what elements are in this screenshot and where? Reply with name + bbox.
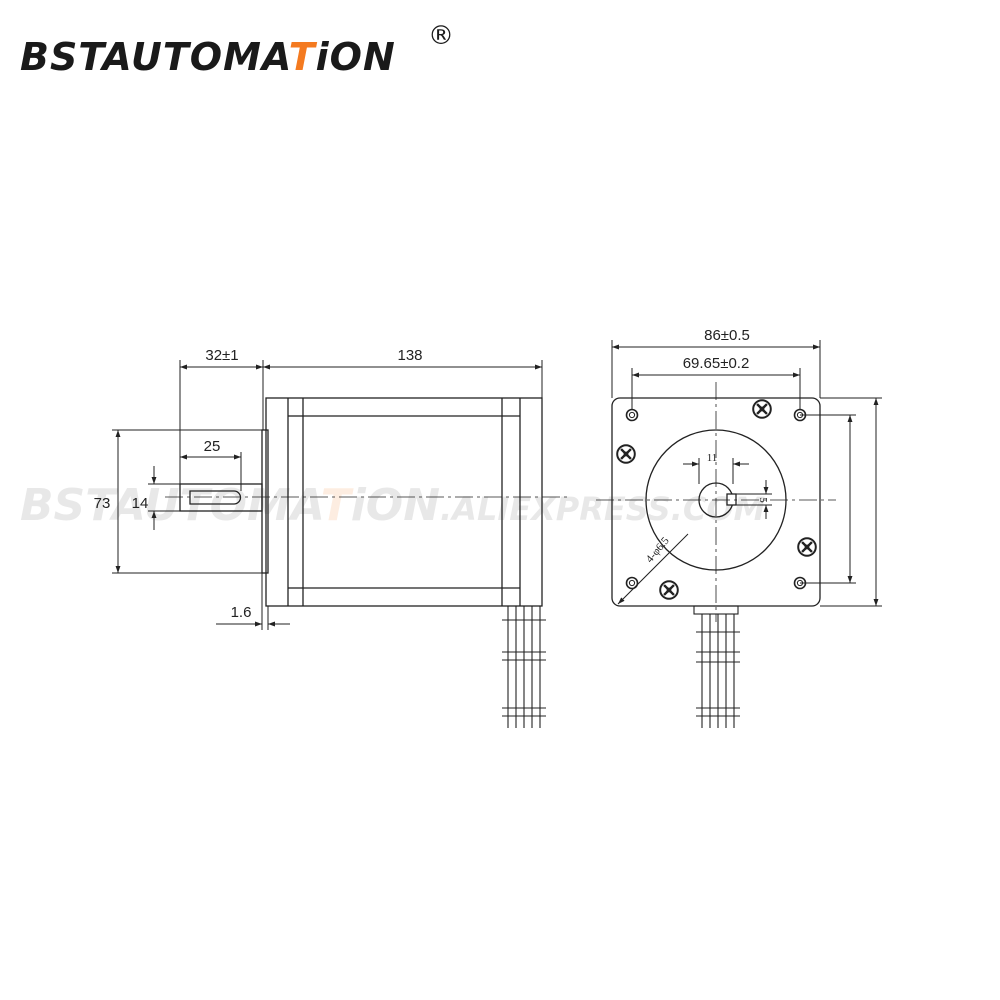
watermark-text-end: iON xyxy=(351,480,440,531)
watermark-text-accent: T xyxy=(321,480,354,531)
label-shaft-length: 32±1 xyxy=(205,347,238,364)
key-slot xyxy=(189,490,242,505)
screw-icon xyxy=(751,398,773,420)
screw-icon xyxy=(615,443,637,465)
svg-text:BSTAUTOMATiON.ALIEXPRESS.COM: BSTAUTOMATiON.ALIEXPRESS.COM xyxy=(20,480,766,531)
brand-logo: BSTAUTOMATiON ® xyxy=(20,21,454,79)
shaft xyxy=(179,483,263,512)
label-hole-spacing: 69.65±0.2 xyxy=(683,355,750,372)
label-key-depth: 5 xyxy=(757,497,769,503)
watermark-suffix: .ALIEXPRESS.COM xyxy=(440,490,766,528)
brand-text-dark-end: iON xyxy=(316,35,396,79)
wire-bundle xyxy=(502,606,546,728)
motor-body xyxy=(265,397,543,607)
front-view xyxy=(596,382,836,728)
screw-icon xyxy=(796,536,818,558)
screw-icon xyxy=(658,579,680,601)
watermark: BSTAUTOMATiON.ALIEXPRESS.COM xyxy=(20,480,766,531)
mounting-hole-icon xyxy=(625,408,639,422)
label-frame-width: 86±0.5 xyxy=(704,327,750,344)
label-body-length: 138 xyxy=(397,347,422,364)
brand-text-dark: BSTAUTOMA xyxy=(20,35,289,79)
label-flange-size: 73 xyxy=(94,495,111,512)
brand-text-accent: T xyxy=(289,35,318,79)
watermark-text: BSTAUTOMA xyxy=(20,480,322,531)
label-flange-thickness: 1.6 xyxy=(231,604,252,621)
registered-mark: ® xyxy=(428,21,454,51)
key xyxy=(726,493,737,506)
label-shaft-diameter: 14 xyxy=(132,495,149,512)
svg-text:BSTAUTOMATiON: BSTAUTOMATiON xyxy=(20,35,396,79)
hole-leader xyxy=(617,533,689,605)
front-wire-bundle xyxy=(693,605,740,728)
side-view xyxy=(165,397,570,728)
label-key-length: 25 xyxy=(204,438,221,455)
label-flat-width: 11 xyxy=(707,452,718,464)
